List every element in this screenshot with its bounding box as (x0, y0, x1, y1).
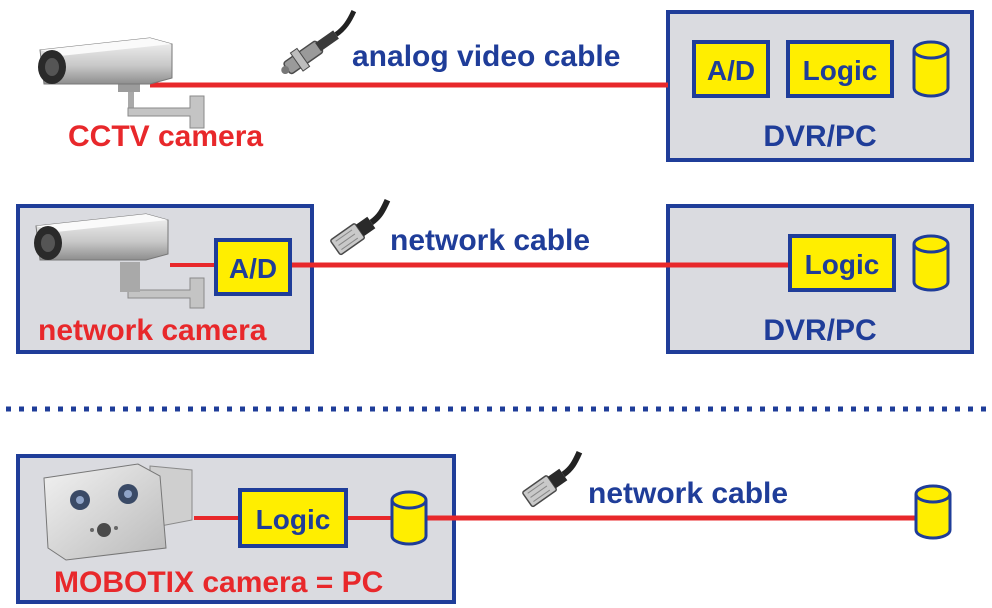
cctv-camera-icon (34, 213, 205, 309)
camera-label: network camera (38, 314, 267, 347)
chip-label: Logic (805, 249, 880, 280)
row-mobotix: Logic MOBOTIX camera = PC network cable (16, 450, 952, 604)
database-icon (912, 234, 950, 292)
cctv-camera-icon (38, 37, 205, 129)
logic-chip: Logic (786, 40, 894, 98)
database-icon (914, 484, 952, 540)
chip-label: A/D (229, 253, 277, 284)
chip-label: Logic (256, 504, 331, 535)
camera-label: CCTV camera (68, 120, 263, 153)
bnc-connector-icon (281, 10, 357, 75)
cable-label: network cable (390, 224, 590, 257)
cable-label: network cable (588, 477, 788, 510)
device-label: DVR/PC (763, 314, 876, 347)
row-network: A/D network camera network cable Logic D… (16, 198, 974, 354)
ad-converter-chip: A/D (214, 238, 292, 296)
camera-label: MOBOTIX camera = PC (54, 566, 383, 599)
logic-chip: Logic (788, 234, 896, 292)
rj45-connector-icon (330, 198, 391, 256)
database-icon (390, 490, 428, 546)
cable-label: analog video cable (352, 40, 620, 73)
rj45-connector-icon (522, 450, 583, 508)
row-analog: analog video cable CCTV camera A/D Logic… (38, 10, 974, 162)
database-icon (912, 40, 950, 98)
device-label: DVR/PC (763, 120, 876, 153)
mobotix-camera-icon (43, 463, 193, 561)
chip-label: Logic (803, 55, 878, 86)
ad-converter-chip: A/D (692, 40, 770, 98)
chip-label: A/D (707, 55, 755, 86)
logic-chip: Logic (238, 488, 348, 548)
